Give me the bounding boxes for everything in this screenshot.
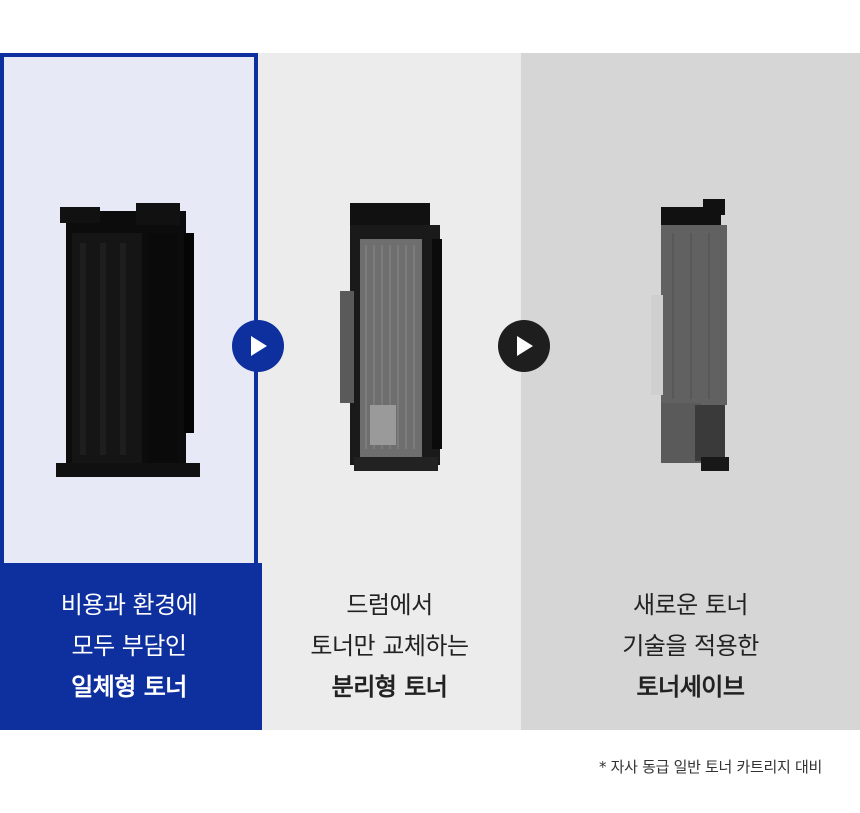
caption-line: 모두 부담인 [71,632,187,660]
caption-title: 분리형 토너 [331,673,448,701]
panel-separated-toner [258,53,521,730]
caption-line: 기술을 적용한 [622,632,759,660]
caption-panel-2-wrap: 드럼에서 토너만 교체하는 분리형 토너 [258,53,521,730]
separated-toner-image [340,203,442,471]
caption-separated: 드럼에서 토너만 교체하는 분리형 토너 [258,563,521,730]
caption-title: 일체형 토너 [71,673,187,701]
caption-line: 드럼에서 [346,591,433,619]
next-arrow-button-2 [498,320,550,372]
tonersave-toner-image [651,199,729,471]
footnote: * 자사 동급 일반 토너 카트리지 대비 [598,758,822,776]
caption-all-in-one: 비용과 환경에 모두 부담인 일체형 토너 [0,563,262,730]
all-in-one-toner-image [56,203,200,477]
caption-panel-1-wrap: 비용과 환경에 모두 부담인 일체형 토너 [0,53,262,730]
caption-panel-3-wrap: 새로운 토너 기술을 적용한 토너세이브 [521,53,860,730]
caption-title: 토너세이브 [636,673,745,701]
panel-all-in-one-toner [0,53,258,730]
panel-tonersave [521,53,860,730]
caption-line: 새로운 토너 [632,591,749,619]
play-arrow-icon [517,336,533,356]
play-arrow-icon [251,336,267,356]
caption-line: 토너만 교체하는 [310,632,469,660]
caption-line: 비용과 환경에 [60,591,198,619]
next-arrow-button-1 [232,320,284,372]
caption-tonersave: 새로운 토너 기술을 적용한 토너세이브 [521,563,860,730]
